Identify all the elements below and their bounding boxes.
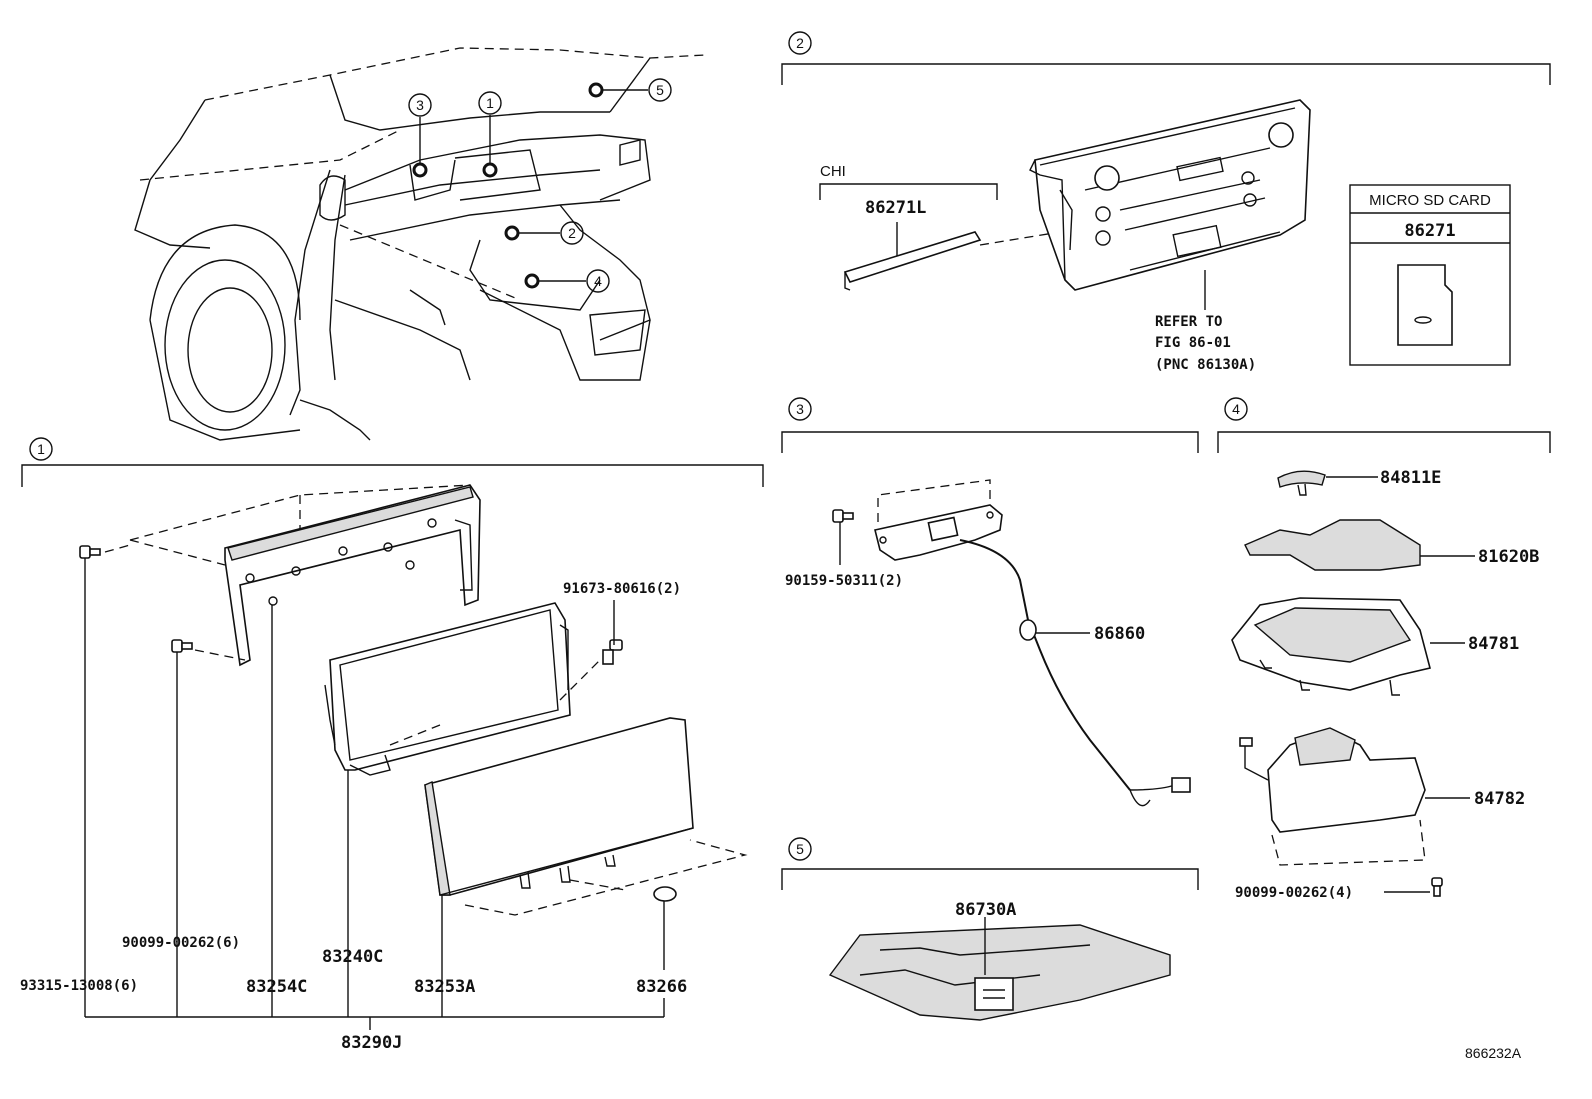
cap-83266-drawing — [653, 886, 677, 902]
svg-text:5: 5 — [796, 841, 804, 857]
svg-text:1: 1 — [486, 95, 494, 111]
chi-label: CHI — [820, 163, 846, 180]
part-number-83253a: 83253A — [414, 977, 475, 997]
usb-cable-drawing — [959, 539, 1131, 791]
part-number-86271l: 86271L — [865, 198, 926, 218]
part-number-86730a: 86730A — [955, 900, 1016, 920]
screw-93315-drawing — [79, 545, 101, 559]
section-1-display-assembly: 1 — [20, 437, 764, 1053]
part-number-83254c: 83254C — [246, 977, 307, 997]
svg-text:1: 1 — [37, 441, 45, 457]
part-number-91673-80616: 91673-80616(2) — [563, 581, 681, 597]
section-1-bracket — [21, 464, 764, 487]
controller-84782-drawing — [1239, 727, 1426, 833]
micro-sd-card-box: MICRO SD CARD 86271 — [1349, 184, 1511, 366]
screw-91673-drawing — [602, 639, 623, 665]
section-2-bracket — [781, 63, 1551, 85]
part-number-90099-00262-4: 90099-00262(4) — [1235, 885, 1353, 901]
refer-to-line-2: FIG 86-01 — [1155, 335, 1231, 351]
screw-90159-drawing — [832, 509, 854, 523]
knob-84811e-drawing — [1277, 470, 1326, 496]
section-4-bracket — [1217, 431, 1551, 453]
part-number-84781: 84781 — [1468, 634, 1519, 654]
svg-text:2: 2 — [796, 35, 804, 51]
callout-3-overview: 3 — [408, 93, 432, 117]
part-number-86860: 86860 — [1094, 624, 1145, 644]
section-5-marker: 5 — [788, 837, 812, 861]
display-panel-83240c-drawing — [324, 602, 571, 776]
callout-1-overview: 1 — [478, 91, 502, 115]
part-number-83266: 83266 — [636, 977, 687, 997]
part-number-90099-00262-6: 90099-00262(6) — [122, 935, 240, 951]
section-1-marker: 1 — [29, 437, 53, 461]
section-3-usb-cable: 3 90159-50311(2) 86860 — [781, 397, 1199, 807]
section-3-bracket — [781, 431, 1199, 453]
frame-83254c-drawing — [224, 484, 481, 667]
part-number-81620b: 81620B — [1478, 547, 1539, 567]
sd-slot-86271l-drawing — [843, 231, 982, 291]
refer-to-line-1: REFER TO — [1155, 314, 1222, 330]
screw-90099-drawing — [171, 639, 193, 653]
overview-car-interior: 3 1 2 4 5 — [134, 47, 706, 441]
svg-text:3: 3 — [416, 97, 424, 113]
screw-90099-4-drawing — [1431, 877, 1443, 897]
part-number-86271: 86271 — [1404, 221, 1455, 241]
part-number-84811e: 84811E — [1380, 468, 1441, 488]
location-dot-5 — [588, 82, 604, 98]
section-4-marker: 4 — [1224, 397, 1248, 421]
chi-bracket — [819, 183, 998, 200]
part-number-84782: 84782 — [1474, 789, 1525, 809]
svg-text:4: 4 — [594, 273, 602, 289]
section-2-marker: 2 — [788, 31, 812, 55]
bezel-84781-drawing — [1231, 597, 1431, 696]
callout-4-overview: 4 — [586, 269, 610, 293]
svg-text:2: 2 — [568, 225, 576, 241]
part-number-90159-50311: 90159-50311(2) — [785, 573, 903, 589]
usb-bracket-drawing — [874, 504, 1003, 561]
cover-83253a-drawing — [424, 717, 694, 896]
svg-text:5: 5 — [656, 82, 664, 98]
callout-5-overview: 5 — [648, 78, 672, 102]
overhead-console-drawing — [828, 924, 1171, 1021]
location-dot-2 — [504, 225, 520, 241]
section-2-audio-unit: 2 CHI 86271L — [781, 31, 1551, 373]
refer-to-line-3: (PNC 86130A) — [1155, 357, 1256, 373]
section-5-overhead-console: 5 86730A — [781, 837, 1199, 1021]
section-5-bracket — [781, 868, 1199, 890]
location-dot-4 — [524, 273, 540, 289]
section-4-remote-touch: 4 84811E 81620B 84781 — [1217, 397, 1551, 901]
location-dot-1 — [482, 162, 498, 178]
diagram-id: 866232A — [1465, 1045, 1522, 1061]
head-unit-drawing — [1029, 99, 1311, 291]
cover-81620b-drawing — [1244, 519, 1421, 571]
micro-sd-card-icon — [1397, 264, 1453, 346]
section-3-marker: 3 — [788, 397, 812, 421]
micro-sd-card-title: MICRO SD CARD — [1369, 192, 1491, 209]
module-86730a-drawing — [974, 977, 1014, 1011]
callout-2-overview: 2 — [560, 221, 584, 245]
location-dot-3 — [412, 162, 428, 178]
part-number-93315-13008: 93315-13008(6) — [20, 978, 138, 994]
svg-text:3: 3 — [796, 401, 804, 417]
part-number-83240c: 83240C — [322, 947, 383, 967]
part-number-83290j: 83290J — [341, 1033, 402, 1053]
svg-text:4: 4 — [1232, 401, 1240, 417]
